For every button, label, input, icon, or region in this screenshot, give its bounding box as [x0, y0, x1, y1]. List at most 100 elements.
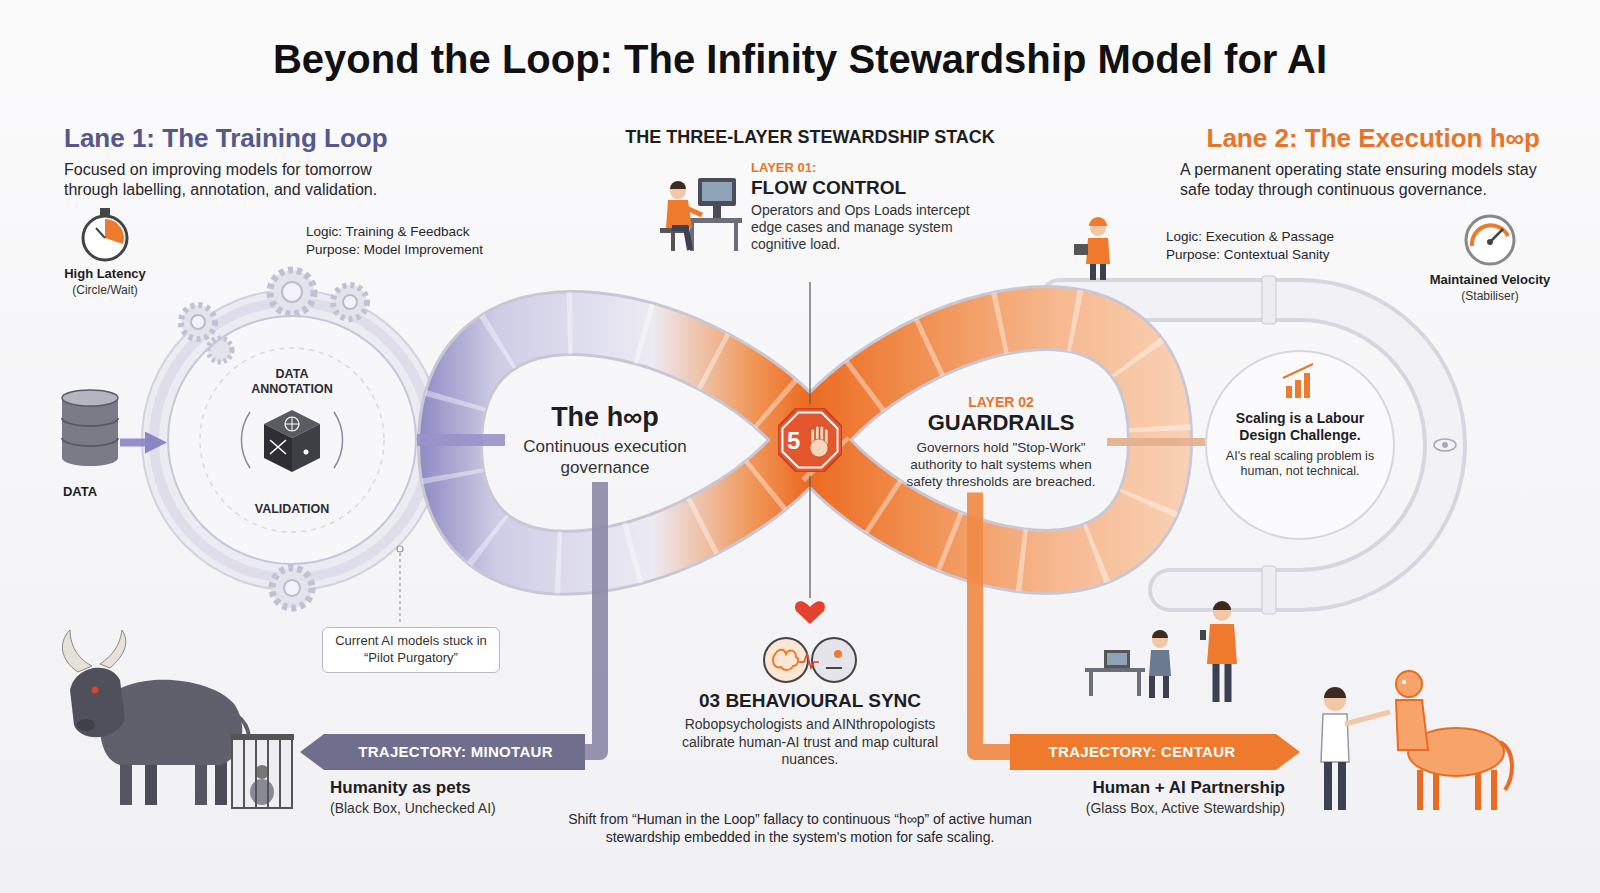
database-icon: [62, 398, 118, 458]
training-ring: [167, 315, 417, 565]
partnership-figure: [1396, 671, 1422, 697]
layer-number: LAYER 01:: [751, 160, 966, 176]
diagram-caption: Shift from “Human in the Loop” fallacy t…: [555, 810, 1045, 846]
sync-heads-icon: [834, 650, 842, 658]
stopwatch-icon: [105, 219, 124, 244]
trajectory-heading: Humanity as pets: [330, 778, 590, 798]
execution-pipe-loop: [1262, 276, 1276, 324]
training-ring: [200, 348, 384, 532]
infinity-hoop: [450, 318, 1160, 563]
scaling-circle: Scaling is a Labour Design Challenge. AI'…: [1205, 350, 1395, 540]
bar-chart-icon: [1304, 373, 1310, 398]
guardrails-lobe: LAYER 02GUARDRAILS Governors hold "Stop-W…: [895, 392, 1107, 493]
operator-figure: [702, 182, 732, 201]
gear-icon: [333, 285, 367, 319]
execution-pipe-loop: [1262, 566, 1276, 614]
execution-pipe-loop: [1434, 439, 1456, 451]
trajectory-heading: Human + AI Partnership: [1010, 778, 1285, 798]
node-heading: The h∞p: [511, 402, 699, 433]
worker-figure: [1074, 217, 1110, 280]
layer-heading: FLOW CONTROL: [751, 177, 976, 200]
seated-worker-figure: [1149, 650, 1171, 676]
cage-figure: [230, 734, 294, 808]
partnership-figure: [1396, 700, 1428, 750]
bar-chart-icon: [1283, 364, 1313, 378]
icon-caption: Maintained Velocity: [1415, 272, 1565, 288]
bull-figure: [62, 630, 249, 805]
data-cube: [270, 440, 286, 454]
database-icon: [62, 418, 118, 426]
node-text: GUARDRAILS: [899, 410, 1103, 436]
gear-icon: [181, 305, 215, 339]
data-cube: [264, 424, 292, 472]
partnership-figure: [1321, 714, 1349, 762]
execution-pipe-loop: [1442, 442, 1448, 448]
sync-heads-icon: [812, 638, 856, 682]
seated-worker-figure: [1104, 650, 1130, 668]
node-heading: TRAJECTORY: MINOTAUR: [358, 743, 553, 761]
stop-octagon: [778, 408, 842, 472]
arrow-band: [300, 734, 585, 770]
sync-heads-icon: [773, 650, 798, 670]
partnership-figure: [1321, 671, 1512, 810]
lane-description: A permanent operating state ensuring mod…: [1180, 160, 1542, 200]
stack-connector-line: [809, 282, 810, 404]
database-icon: [62, 390, 118, 466]
icon-caption: High Latency: [50, 266, 160, 282]
hoop-lobe: The h∞pContinuous execution governance: [505, 398, 705, 482]
operator-figure: [660, 178, 742, 251]
icon-caption: (Circle/Wait): [50, 283, 160, 297]
training-ring: [154, 302, 430, 578]
trajectory-arrow: TRAJECTORY: CENTAUR: [1010, 734, 1300, 770]
layer-description: Operators and Ops Loads intercept edge c…: [751, 202, 979, 253]
data-cube: [334, 412, 343, 468]
gauge-icon: [1487, 239, 1493, 245]
bull-figure: [92, 687, 99, 694]
worker-figure: [1074, 244, 1088, 255]
data-cube: [292, 424, 320, 472]
gear-icon: [191, 315, 205, 329]
operator-figure: [670, 181, 686, 189]
node-text: Governors hold "Stop-Work" authority to …: [899, 440, 1103, 491]
bar-chart-icon: [1286, 386, 1292, 398]
node-heading: 5: [787, 429, 842, 453]
icon-caption: (Stabiliser): [1415, 289, 1565, 303]
lane-purpose: Purpose: Contextual Sanity: [1166, 247, 1386, 263]
sync-heads-icon: [795, 601, 825, 624]
database-icon: [62, 450, 118, 466]
node-heading: DATA: [63, 484, 97, 500]
hand-icon: [810, 439, 828, 457]
operator-figure: [671, 233, 675, 251]
flow-connector: [975, 492, 1010, 752]
node-heading: Scaling is a Labour Design Challenge.: [1223, 410, 1377, 444]
sync-heads-icon: [764, 638, 808, 682]
leader-line: [397, 546, 403, 552]
operator-figure: [672, 228, 690, 250]
node-heading: DATA ANNOTATION: [237, 367, 347, 397]
lane-purpose: Purpose: Model Improvement: [306, 242, 536, 258]
worker-figure: [1086, 238, 1110, 264]
flow-connector: [417, 434, 505, 446]
infinity-hoop: [450, 318, 1160, 563]
seated-worker-figure: [1152, 676, 1166, 698]
gear-icon: [282, 282, 302, 302]
node-heading: LAYER 02: [899, 394, 1103, 411]
leader-line: [399, 553, 400, 622]
layer-heading: 03 BEHAVIOURAL SYNC: [660, 690, 960, 713]
operator-figure: [684, 207, 702, 215]
seated-worker-figure: [1107, 653, 1127, 665]
operator-figure: [666, 200, 692, 228]
stack-heading: THE THREE-LAYER STEWARDSHIP STACK: [560, 127, 1060, 149]
lane-logic: Logic: Training & Feedback: [306, 224, 536, 240]
data-cube: [285, 417, 299, 431]
standing-person-figure: [1207, 624, 1237, 664]
lane-heading: Lane 1: The Training Loop: [64, 123, 504, 154]
bull-figure: [62, 630, 92, 672]
seated-worker-figure: [1137, 672, 1141, 696]
database-icon: [62, 390, 118, 406]
database-icon: [62, 438, 118, 446]
page-title: Beyond the Loop: The Infinity Stewardshi…: [0, 36, 1600, 82]
node-text: AI's real scaling problem is human, not …: [1223, 449, 1377, 480]
operator-figure: [686, 218, 742, 223]
